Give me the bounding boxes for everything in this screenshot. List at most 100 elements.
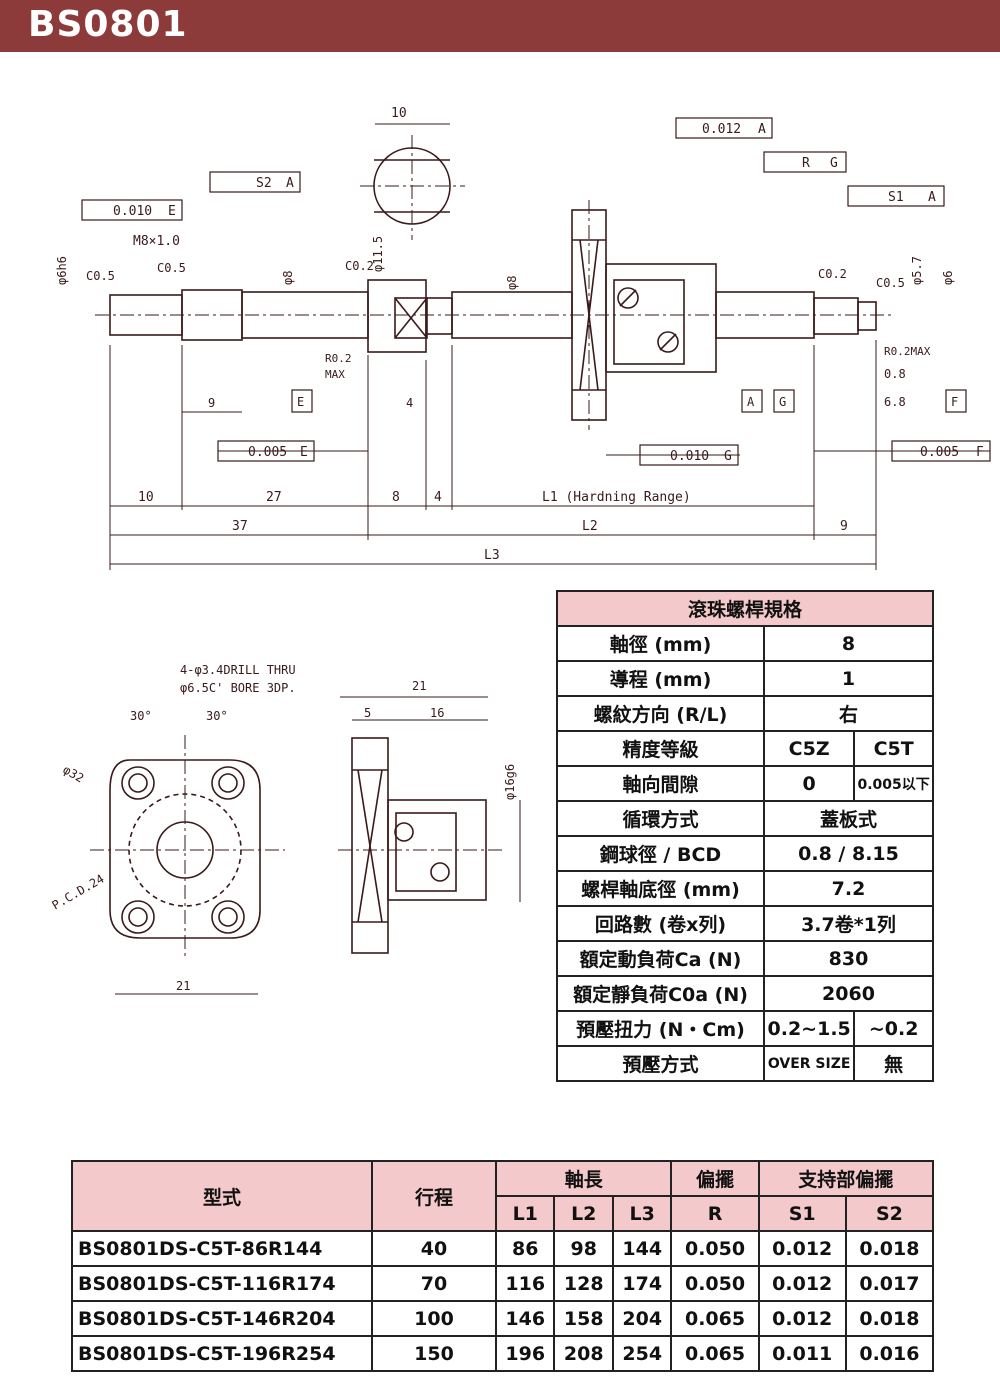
perp-0005-e: 0.005 [248,445,287,460]
title-banner: BS0801 [0,0,1000,52]
label-s2: S2 [256,176,272,191]
spec-value: 2060 [763,975,934,1012]
screw-slot-2 [659,333,677,351]
dim-8: 8 [392,490,400,505]
collar-cross-2 [394,297,428,339]
neck [425,297,453,335]
width-21: 21 [176,979,190,993]
screw-head-1 [617,287,639,309]
cell-stroke: 70 [371,1265,497,1302]
perp-0005-f: 0.005 [920,445,959,460]
chamfer-c05c: C0.5 [876,276,905,290]
table-row: BS0801DS-C5T-116R174 70 116 128 174 0.05… [71,1265,935,1302]
angle-30b: 30° [206,709,228,723]
cell-s1: 0.011 [757,1335,847,1372]
cell-s2: 0.016 [844,1335,935,1372]
cell-l1: 146 [494,1300,556,1337]
col-stroke: 行程 [371,1160,497,1232]
runout-0012: 0.012 [702,122,741,137]
dia-8: φ8 [281,271,295,285]
spec-label: 循環方式 [556,800,765,837]
dia-8b: φ8 [505,276,519,290]
col-model: 型式 [71,1160,373,1232]
spec-title: 滾珠螺桿規格 [556,590,934,627]
spec-label: 螺紋方向 (R/L) [556,695,765,732]
col-r: R [670,1195,760,1232]
spec-value: 右 [763,695,934,732]
page-title: BS0801 [28,4,188,45]
dim-10b: 10 [138,490,154,505]
spec-label: 回路數 (卷x列) [556,905,765,942]
ref-f2: F [976,445,984,460]
collar [367,279,427,353]
spec-value: C5T [853,730,934,767]
spec-value: 3.7卷*1列 [763,905,934,942]
dim-27: 27 [266,490,282,505]
ref-e: E [168,204,176,219]
collar-flat [394,297,428,339]
cell-l3: 174 [611,1265,673,1302]
len-5: 5 [364,706,371,720]
ref-e2: E [297,395,304,409]
cell-model: BS0801DS-C5T-146R204 [71,1300,373,1337]
screw-slot-1 [619,289,637,307]
spec-label: 導程 (mm) [556,660,765,697]
cell-model: BS0801DS-C5T-116R174 [71,1265,373,1302]
dim-10: 10 [391,106,407,121]
dim-4b: 4 [434,490,442,505]
len-21: 21 [412,679,426,693]
dim-l1: L1 (Hardning Range) [542,490,691,505]
table-row: BS0801DS-C5T-86R144 40 86 98 144 0.050 0… [71,1230,935,1267]
cell-r: 0.065 [670,1335,760,1372]
ref-e3: E [300,445,308,460]
pcd-24: P.C.D.24 [50,872,107,913]
spec-value: 7.2 [763,870,934,907]
label-s1: S1 [888,190,904,205]
col-s1: S1 [757,1195,847,1232]
spec-value: 0.005以下 [853,765,934,802]
col-support: 支持部偏擺 [757,1160,935,1197]
cell-model: BS0801DS-C5T-196R254 [71,1335,373,1372]
col-l2: L2 [553,1195,614,1232]
ref-g2: G [779,395,786,409]
cell-stroke: 100 [371,1300,497,1337]
spec-value: 0 [762,765,856,802]
label-r02: R0.2 [325,352,352,365]
dim-4: 4 [406,396,413,410]
spec-value: 1 [763,660,934,697]
cell-l1: 116 [494,1265,556,1302]
spec-label: 預壓扭力 (N・Cm) [556,1010,765,1047]
spec-label: 鋼球徑 / BCD [556,835,765,872]
spec-value: OVER SIZE [762,1045,856,1082]
spec-label: 額定動負荷Ca (N) [556,940,765,977]
bore-spec: φ6.5C' BORE 3DP. [180,681,296,695]
col-l1: L1 [494,1195,556,1232]
cell-l3: 204 [611,1300,673,1337]
dim-l2: L2 [582,519,598,534]
cell-r: 0.065 [670,1300,760,1337]
dia-32: φ32 [61,762,87,785]
dia-6: φ6 [941,271,955,285]
ref-a2: A [758,122,766,137]
ref-f: F [951,395,958,409]
ballscrew-drawing: 10 S2 A 0.010 E M8×1.0 C0.5 C0.5 φ6h6 φ8… [55,106,991,570]
ref-g: G [830,156,838,171]
label-r02max: R0.2MAX [884,345,931,358]
cell-r: 0.050 [670,1230,760,1267]
spec-value: 0.2~1.5 [762,1010,856,1047]
spec-label: 精度等級 [556,730,765,767]
chamfer-c02b: C0.2 [818,267,847,281]
cell-l2: 128 [553,1265,614,1302]
label-r: R [802,156,810,171]
label-max: MAX [325,368,345,381]
cell-s1: 0.012 [757,1230,847,1267]
cell-model: BS0801DS-C5T-86R144 [71,1230,373,1267]
screw-head-2 [657,331,679,353]
drill-spec: 4-φ3.4DRILL THRU [180,663,296,677]
chamfer-c05b: C0.5 [157,261,186,275]
spec-value: 無 [853,1045,934,1082]
col-l3: L3 [611,1195,673,1232]
dim-08: 0.8 [884,367,906,381]
bearing-journal-right [813,297,859,335]
cell-l3: 254 [611,1335,673,1372]
